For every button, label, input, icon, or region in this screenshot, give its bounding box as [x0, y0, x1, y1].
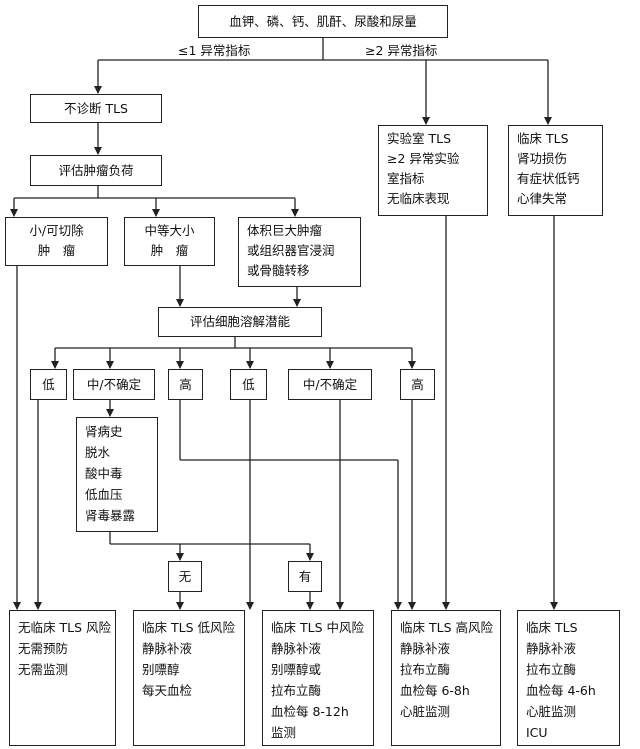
outcome-clinical-tls-line-3: 拉布立酶 — [526, 662, 577, 677]
evaluate-tumor-burden-box: 评估肿瘤负荷 — [30, 155, 162, 186]
outcome-no-risk-box: 无临床 TLS 风险 无需预防 无需监测 — [9, 610, 116, 746]
outcome-mid-risk-line-5: 血检每 8-12h — [271, 704, 349, 719]
input-parameters-text: 血钾、磷、钙、肌酐、尿酸和尿量 — [229, 13, 417, 29]
outcome-clinical-tls-line-5: 心脏监测 — [526, 704, 577, 719]
outcome-mid-risk-line-2: 静脉补液 — [271, 641, 322, 656]
clinical-tls-line-2: 肾功损伤 — [517, 151, 568, 166]
small-tumor-line-1: 小/可切除 — [29, 223, 84, 238]
outcome-clinical-tls-line-2: 静脉补液 — [526, 641, 577, 656]
lysis-mid-right-box: 中/不确定 — [288, 369, 372, 400]
factor-no-text: 无 — [178, 568, 192, 584]
outcome-clinical-tls-line-4: 血检每 4-6h — [526, 683, 596, 698]
outcome-mid-risk-line-4: 拉布立酶 — [271, 683, 322, 698]
risk-factor-acidosis: 酸中毒 — [85, 466, 123, 481]
lysis-low-left-box: 低 — [30, 369, 67, 400]
clinical-tls-line-4: 心律失常 — [517, 191, 568, 206]
outcome-no-risk-line-2: 无需预防 — [18, 641, 69, 656]
outcome-high-risk-line-1: 临床 TLS 高风险 — [400, 620, 493, 635]
lysis-high-left-box: 高 — [168, 369, 203, 400]
lab-tls-line-2: ≥2 异常实验 — [387, 151, 460, 166]
outcome-low-risk-line-1: 临床 TLS 低风险 — [142, 620, 235, 635]
lysis-low-right-box: 低 — [230, 369, 267, 400]
outcome-low-risk-line-3: 别嘌醇 — [142, 662, 180, 677]
outcome-mid-risk-line-1: 临床 TLS 中风险 — [271, 620, 364, 635]
outcome-mid-risk-box: 临床 TLS 中风险 静脉补液 别嘌醇或 拉布立酶 血检每 8-12h 监测 — [262, 610, 374, 746]
medium-tumor-line-1: 中等大小 — [144, 223, 195, 238]
outcome-mid-risk-line-3: 别嘌醇或 — [271, 662, 322, 677]
outcome-low-risk-line-2: 静脉补液 — [142, 641, 193, 656]
risk-factors-box: 肾病史 脱水 酸中毒 低血压 肾毒暴露 — [76, 417, 158, 532]
lysis-high-right-box: 高 — [400, 369, 435, 400]
risk-factor-nephrotoxin: 肾毒暴露 — [85, 508, 136, 523]
outcome-high-risk-line-3: 拉布立酶 — [400, 662, 451, 677]
lysis-low-right-text: 低 — [242, 376, 255, 392]
large-tumor-line-3: 或骨髓转移 — [247, 263, 310, 278]
clinical-tls-box: 临床 TLS 肾功损伤 有症状低钙 心律失常 — [508, 125, 603, 216]
factor-no-box: 无 — [168, 561, 202, 592]
no-tls-box: 不诊断 TLS — [30, 94, 162, 123]
outcome-no-risk-line-1: 无临床 TLS 风险 — [18, 620, 111, 635]
clinical-tls-line-1: 临床 TLS — [517, 131, 569, 146]
large-tumor-box: 体积巨大肿瘤 或组织器官浸润 或骨髓转移 — [238, 217, 361, 287]
outcome-clinical-tls-box: 临床 TLS 静脉补液 拉布立酶 血检每 4-6h 心脏监测 ICU — [517, 610, 620, 746]
outcome-high-risk-line-4: 血检每 6-8h — [400, 683, 470, 698]
lysis-mid-right-text: 中/不确定 — [302, 376, 358, 392]
evaluate-lysis-potential-box: 评估细胞溶解潜能 — [158, 307, 322, 337]
outcome-clinical-tls-line-1: 临床 TLS — [526, 620, 578, 635]
outcome-mid-risk-line-6: 监测 — [271, 725, 297, 740]
risk-factor-dehydration: 脱水 — [85, 445, 111, 460]
outcome-high-risk-line-2: 静脉补液 — [400, 641, 451, 656]
lab-tls-line-3: 室指标 — [387, 171, 425, 186]
large-tumor-line-1: 体积巨大肿瘤 — [247, 223, 323, 238]
medium-tumor-box: 中等大小 肿 瘤 — [124, 217, 215, 266]
input-parameters-box: 血钾、磷、钙、肌酐、尿酸和尿量 — [198, 5, 448, 38]
outcome-clinical-tls-line-6: ICU — [526, 725, 548, 740]
no-tls-text: 不诊断 TLS — [63, 100, 128, 116]
outcome-low-risk-line-4: 每天血检 — [142, 683, 193, 698]
factor-yes-text: 有 — [298, 568, 312, 584]
evaluate-lysis-potential-text: 评估细胞溶解潜能 — [189, 314, 290, 329]
outcome-high-risk-box: 临床 TLS 高风险 静脉补液 拉布立酶 血检每 6-8h 心脏监测 — [391, 610, 501, 746]
outcome-low-risk-box: 临床 TLS 低风险 静脉补液 别嘌醇 每天血检 — [133, 610, 245, 746]
evaluate-tumor-burden-text: 评估肿瘤负荷 — [58, 162, 134, 178]
lab-tls-line-1: 实验室 TLS — [387, 131, 452, 146]
lysis-high-right-text: 高 — [411, 376, 424, 392]
lysis-mid-left-box: 中/不确定 — [73, 369, 155, 400]
lab-tls-box: 实验室 TLS ≥2 异常实验 室指标 无临床表现 — [378, 125, 488, 216]
large-tumor-line-2: 或组织器官浸润 — [247, 243, 335, 258]
branch-label-le1: ≤1 异常指标 — [178, 43, 251, 58]
outcome-no-risk-line-3: 无需监测 — [18, 662, 69, 677]
risk-factor-hypotension: 低血压 — [85, 487, 123, 502]
lab-tls-line-4: 无临床表现 — [387, 191, 450, 206]
small-tumor-line-2: 肿 瘤 — [37, 243, 76, 258]
clinical-tls-line-3: 有症状低钙 — [517, 171, 580, 186]
risk-factor-renal-history: 肾病史 — [85, 424, 123, 439]
lysis-mid-left-text: 中/不确定 — [86, 376, 142, 392]
outcome-high-risk-line-5: 心脏监测 — [400, 704, 451, 719]
factor-yes-box: 有 — [288, 561, 322, 592]
small-tumor-box: 小/可切除 肿 瘤 — [5, 217, 108, 266]
lysis-high-left-text: 高 — [179, 376, 192, 392]
medium-tumor-line-2: 肿 瘤 — [150, 243, 189, 258]
lysis-low-left-text: 低 — [42, 376, 55, 392]
branch-label-ge2: ≥2 异常指标 — [365, 43, 438, 58]
